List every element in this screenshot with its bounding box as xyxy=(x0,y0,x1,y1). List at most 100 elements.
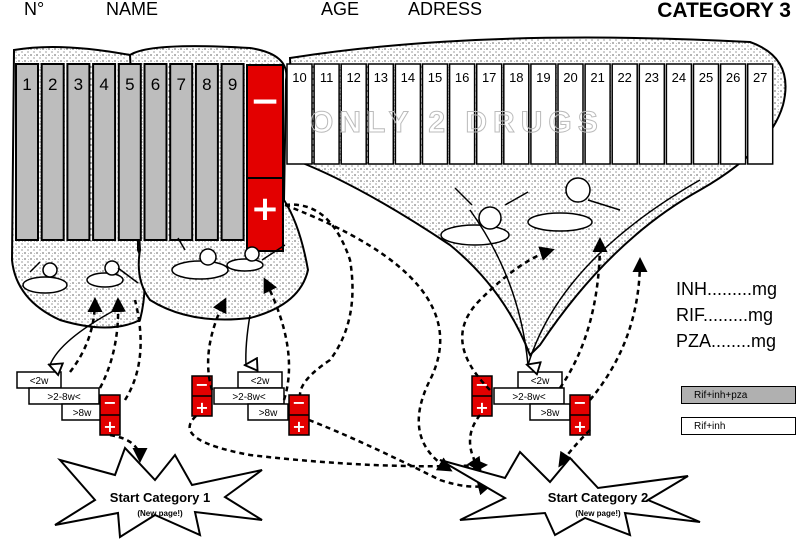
slot-5 xyxy=(117,63,142,241)
slot-7 xyxy=(169,63,194,241)
gt8w-label-2: >8w xyxy=(259,408,278,419)
slot-number-12: 12 xyxy=(346,70,360,85)
lt2w-label-1: <2w xyxy=(30,376,49,387)
slot-number-19: 19 xyxy=(536,70,550,85)
slot-10 xyxy=(286,63,313,165)
plus-sign: + xyxy=(251,189,280,229)
minus-small-2a: − xyxy=(195,375,208,394)
slot-number-14: 14 xyxy=(401,70,415,85)
rif-dose: RIF.........mg xyxy=(676,305,774,325)
plus-small-3a: + xyxy=(475,398,488,417)
result-box-2a xyxy=(191,375,213,417)
slot-26 xyxy=(719,63,747,165)
decision-tree-3 xyxy=(493,371,571,421)
slot-number-1: 1 xyxy=(22,75,31,94)
slot-number-2: 2 xyxy=(48,75,57,94)
open-slots: 10 11 12 13 14 15 16 17 18 19 20 21 22 23 24 25 26 27 xyxy=(286,63,774,165)
start-category-2-sub: (New page!) xyxy=(575,509,621,518)
slot-number-10: 10 xyxy=(292,70,306,85)
start-category-1-title: Start Category 1 xyxy=(110,490,210,505)
plus-small-3b: + xyxy=(573,417,586,436)
slot-number-13: 13 xyxy=(374,70,388,85)
slot-number-4: 4 xyxy=(99,75,108,94)
slot-number-15: 15 xyxy=(428,70,442,85)
slot-19 xyxy=(530,63,557,165)
watermark: ONLY 2 DRUGS xyxy=(310,106,604,139)
slot-15 xyxy=(421,63,449,165)
lt2w-label-2: <2w xyxy=(251,376,270,387)
slot-13 xyxy=(367,63,395,165)
category-title: CATEGORY 3 xyxy=(657,0,791,22)
slot-number-24: 24 xyxy=(672,70,686,85)
slot-14 xyxy=(394,63,422,165)
slot-2 xyxy=(40,63,65,241)
gt8w-label-3: >8w xyxy=(541,408,560,419)
slot-21 xyxy=(584,63,611,165)
slot-25 xyxy=(692,63,720,165)
slot-17 xyxy=(475,63,503,165)
plus-small-1: + xyxy=(103,417,116,436)
slot-24 xyxy=(665,63,693,165)
mid-label-2: >2-8w< xyxy=(232,392,266,403)
number-column-header: N° xyxy=(24,0,45,19)
lt2w-label-3: <2w xyxy=(531,376,550,387)
slot-9 xyxy=(220,63,245,241)
start-category-1-sub: (New page!) xyxy=(137,509,183,518)
slot-number-27: 27 xyxy=(753,70,767,85)
plus-small-2b: + xyxy=(292,417,305,436)
slot-number-11: 11 xyxy=(320,70,334,85)
minus-small-2b: − xyxy=(292,393,305,412)
pza-dose: PZA........mg xyxy=(676,331,777,351)
regimen-three-drug-legend: Rif+inh+pza xyxy=(681,386,796,404)
slot-number-16: 16 xyxy=(455,70,469,85)
minus-small-3b: − xyxy=(573,393,586,412)
result-box-3b xyxy=(569,394,591,436)
slot-number-18: 18 xyxy=(509,70,523,85)
slot-12 xyxy=(340,63,367,165)
slot-number-26: 26 xyxy=(726,70,740,85)
slot-number-9: 9 xyxy=(228,75,237,94)
age-column-header: AGE xyxy=(321,0,360,19)
slot-number-23: 23 xyxy=(645,70,659,85)
sign-column xyxy=(246,64,284,252)
slot-11 xyxy=(313,63,340,165)
slot-18 xyxy=(503,63,530,165)
slot-4 xyxy=(92,63,117,241)
falling-figure-middle xyxy=(171,237,286,280)
slot-number-21: 21 xyxy=(590,70,604,85)
slot-22 xyxy=(611,63,638,165)
minus-small-3a: − xyxy=(475,375,488,394)
slot-6 xyxy=(143,63,168,241)
address-column-header: ADRESS xyxy=(408,0,483,19)
slot-number-3: 3 xyxy=(74,75,83,94)
regimen-two-drug-legend: Rif+inh xyxy=(681,417,796,435)
falling-figure-left xyxy=(22,260,139,294)
slot-number-17: 17 xyxy=(482,70,496,85)
slot-20 xyxy=(557,63,584,165)
mid-label-1: >2-8w< xyxy=(47,392,81,403)
falling-figure-right xyxy=(440,177,621,246)
slot-8 xyxy=(194,63,219,241)
minus-sign: − xyxy=(250,81,280,122)
slot-16 xyxy=(448,63,476,165)
decision-tree-1 xyxy=(16,371,103,421)
mid-label-3: >2-8w< xyxy=(512,392,546,403)
decision-tree-2 xyxy=(213,371,289,421)
start-category-2-title: Start Category 2 xyxy=(548,490,648,505)
slot-number-6: 6 xyxy=(151,75,160,94)
start-category-1-burst xyxy=(54,446,263,539)
slot-number-7: 7 xyxy=(176,75,185,94)
slot-23 xyxy=(638,63,666,165)
slot-number-25: 25 xyxy=(699,70,713,85)
minus-small-1: − xyxy=(103,393,116,412)
slot-1 xyxy=(15,63,39,241)
slot-number-20: 20 xyxy=(563,70,577,85)
plus-small-2a: + xyxy=(195,398,208,417)
slot-number-5: 5 xyxy=(125,75,134,94)
slot-3 xyxy=(66,63,91,241)
slot-number-22: 22 xyxy=(617,70,631,85)
name-column-header: NAME xyxy=(106,0,159,19)
inh-dose: INH.........mg xyxy=(676,279,778,299)
